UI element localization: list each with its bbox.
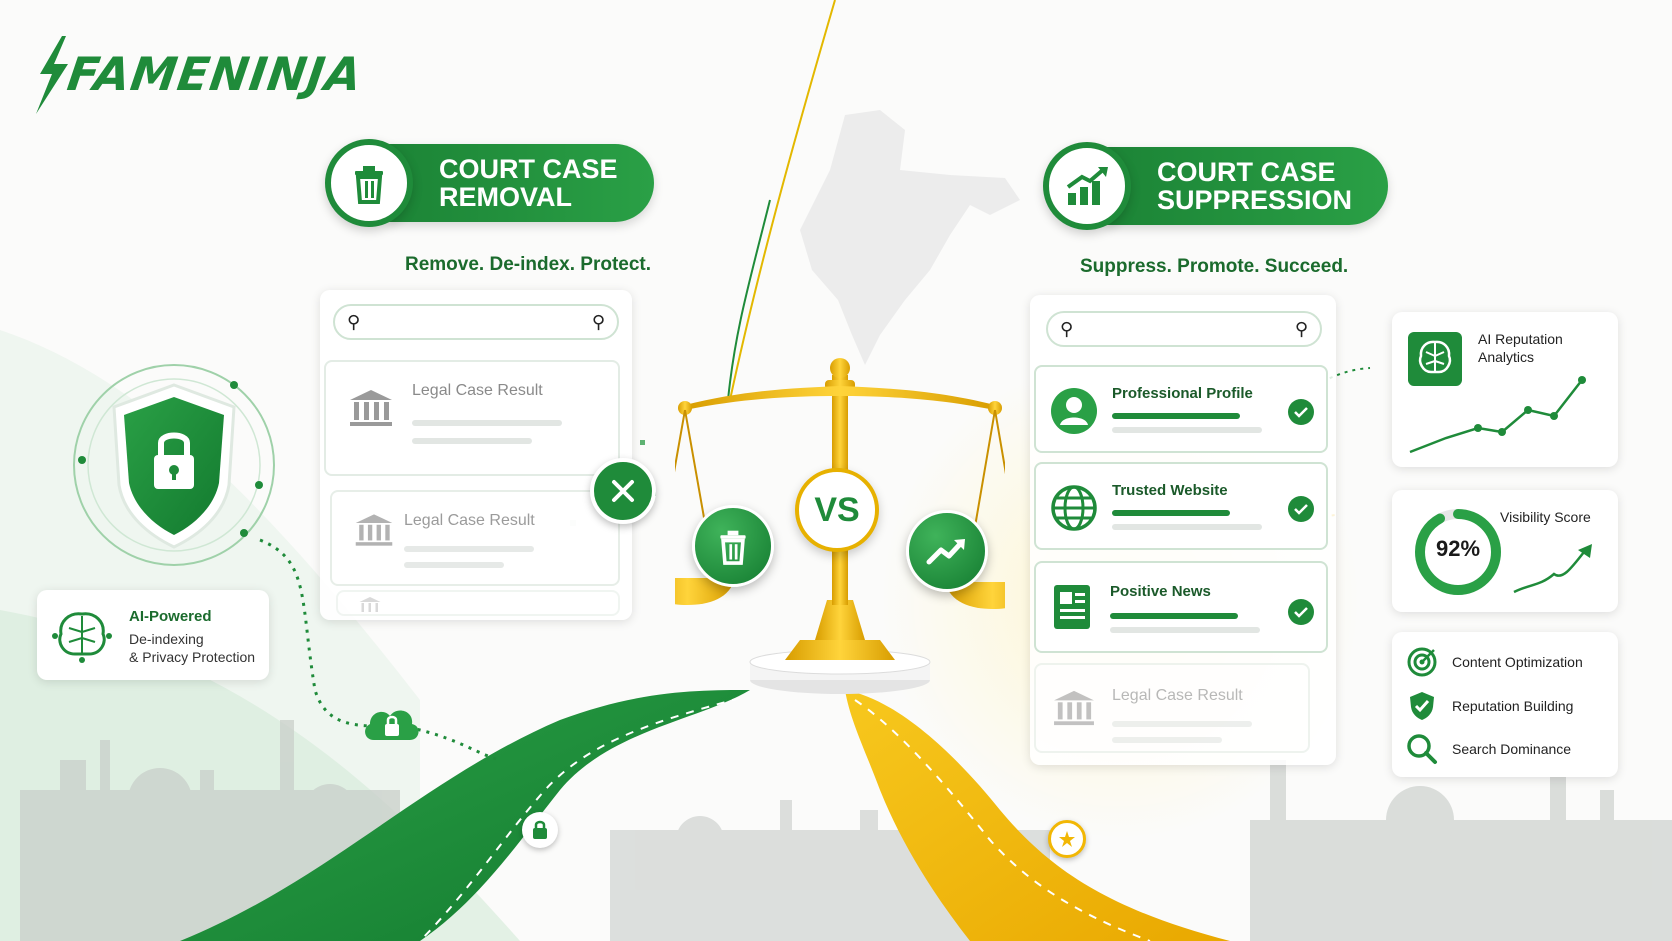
search-icon: ⚲ (1060, 318, 1074, 339)
trash-icon (325, 139, 413, 227)
visibility-score-value: 92% (1435, 536, 1481, 561)
courthouse-icon (350, 390, 392, 426)
check-icon (1288, 399, 1314, 425)
lightning-bolt-icon (36, 36, 68, 114)
left-skyline (20, 720, 400, 941)
search-icon: ⚲ (591, 311, 605, 332)
remove-x-badge[interactable] (590, 458, 656, 524)
result-legal-case-suppressed: Legal Case Result (1034, 663, 1310, 753)
right-skyline (1250, 760, 1672, 941)
removal-search-input[interactable]: ⚲ ⚲ (333, 304, 619, 340)
road-lock-icon (522, 812, 558, 848)
courthouse-icon (359, 597, 381, 612)
trend-up-ball-icon (906, 510, 988, 592)
removal-tagline: Remove. De-index. Protect. (405, 254, 652, 275)
courthouse-icon (1054, 690, 1094, 726)
removal-result-2[interactable]: Legal Case Result (330, 490, 620, 586)
feature-search-dominance: Search Dominance (1406, 733, 1571, 765)
security-shield-icon (73, 364, 275, 566)
target-icon (1407, 647, 1437, 677)
magnifier-icon (1407, 734, 1437, 764)
cloud-lock-icon (365, 710, 419, 740)
visibility-score-card: 92% Visibility Score (1392, 490, 1618, 612)
result-positive-news[interactable]: Positive News (1034, 561, 1328, 653)
result-trusted-website[interactable]: Trusted Website (1034, 462, 1328, 550)
ai-brain-chip-icon (1408, 332, 1462, 386)
removal-result-3 (336, 590, 620, 616)
gold-road (845, 690, 1230, 941)
green-road (180, 690, 750, 941)
feature-content-optimization: Content Optimization (1406, 646, 1583, 678)
visibility-score-gauge (1415, 509, 1501, 595)
suppression-tagline: Suppress. Promote. Succeed. (1080, 256, 1349, 277)
removal-heading: COURT CASE REMOVAL (325, 139, 654, 227)
bar-chart-growth-icon (1043, 142, 1131, 230)
ai-reputation-analytics-card: AI Reputation Analytics (1392, 312, 1618, 467)
trash-ball-icon (692, 505, 774, 587)
india-map (800, 110, 1020, 365)
removal-result-1[interactable]: Legal Case Result (324, 360, 620, 476)
news-article-icon (1054, 585, 1090, 629)
user-profile-icon (1051, 388, 1097, 434)
suppression-search-card: ⚲ ⚲ Professional Profile Trusted Website (1030, 295, 1336, 765)
removal-search-card: ⚲ ⚲ Legal Case Result Legal Case Result (320, 290, 632, 620)
search-icon: ⚲ (347, 311, 361, 332)
courthouse-icon (355, 514, 393, 546)
road-star-badge-icon (1048, 820, 1086, 858)
features-card: Content Optimization Reputation Building… (1392, 632, 1618, 777)
trend-up-arrow-icon (1513, 544, 1592, 594)
vs-badge: VS (795, 468, 879, 552)
close-icon (612, 480, 634, 502)
removal-title: COURT CASE REMOVAL (389, 144, 654, 222)
search-icon: ⚲ (1294, 318, 1308, 339)
ai-deindexing-card: AI-Powered De-indexing & Privacy Protect… (37, 590, 269, 680)
globe-icon (1051, 485, 1097, 531)
fameninja-logo: FAMENINJA (32, 32, 366, 116)
result-professional-profile[interactable]: Professional Profile (1034, 365, 1328, 453)
check-icon (1288, 599, 1314, 625)
suppression-heading: COURT CASE SUPPRESSION (1043, 142, 1389, 230)
visibility-score-label: Visibility Score (1500, 509, 1591, 525)
check-icon (1288, 496, 1314, 522)
analytics-trend-chart (1409, 376, 1586, 454)
suppression-search-input[interactable]: ⚲ ⚲ (1046, 311, 1322, 347)
suppression-title: COURT CASE SUPPRESSION (1107, 147, 1389, 225)
shield-check-icon (1410, 692, 1434, 720)
brain-circuit-icon (52, 612, 112, 663)
feature-reputation-building: Reputation Building (1406, 690, 1573, 722)
brand-name: FAMENINJA (64, 47, 366, 101)
